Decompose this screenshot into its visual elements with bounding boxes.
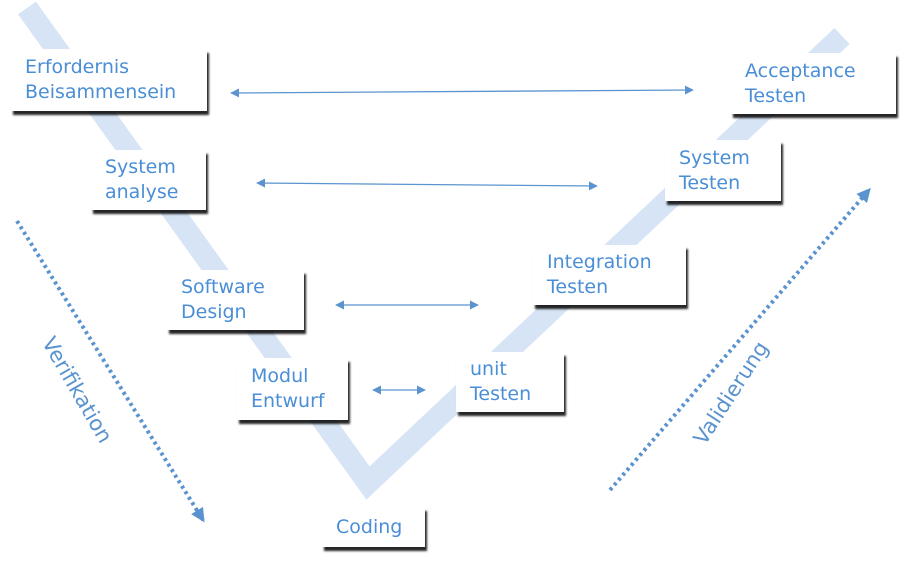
link-arrow-requirements-acceptance [230, 85, 694, 98]
unit-test-box: unit Testen [456, 352, 564, 412]
integration-test-line2: Testen [547, 276, 609, 298]
system-analysis-line2: analyse [105, 181, 179, 203]
system-analysis-line1: System [105, 156, 176, 178]
link-arrow-system-analysis-system-test [256, 178, 598, 191]
module-design-line1: Modul [251, 365, 309, 387]
validation-dotted-arrow [608, 187, 871, 492]
software-design-line2: Design [181, 301, 247, 323]
unit-test-line2: Testen [470, 383, 532, 405]
module-design-line2: Entwurf [251, 390, 325, 412]
verification-dotted-arrow [15, 219, 205, 523]
system-test-line2: Testen [679, 171, 741, 194]
acceptance-test-line2: Testen [745, 84, 807, 107]
unit-test-line1: unit [470, 358, 507, 380]
coding-box: Coding [322, 507, 425, 547]
integration-test-box: Integration Testen [533, 245, 686, 305]
module-design-box: Modul Entwurf [237, 358, 348, 420]
acceptance-test-box: Acceptance Testen [731, 53, 896, 114]
system-analysis-box: System analyse [91, 150, 206, 210]
integration-test-line1: Integration [547, 251, 652, 273]
system-test-line1: System [679, 146, 750, 169]
requirements-line2: Beisammensein [25, 81, 177, 103]
acceptance-test-line1: Acceptance [745, 59, 856, 82]
software-design-line1: Software [181, 276, 265, 298]
requirements-line1: Erfordernis [25, 56, 130, 78]
requirements-box: Erfordernis Beisammensein [11, 49, 207, 111]
coding-label: Coding [336, 515, 403, 538]
system-test-box: System Testen [665, 140, 781, 201]
software-design-box: Software Design [167, 270, 304, 330]
